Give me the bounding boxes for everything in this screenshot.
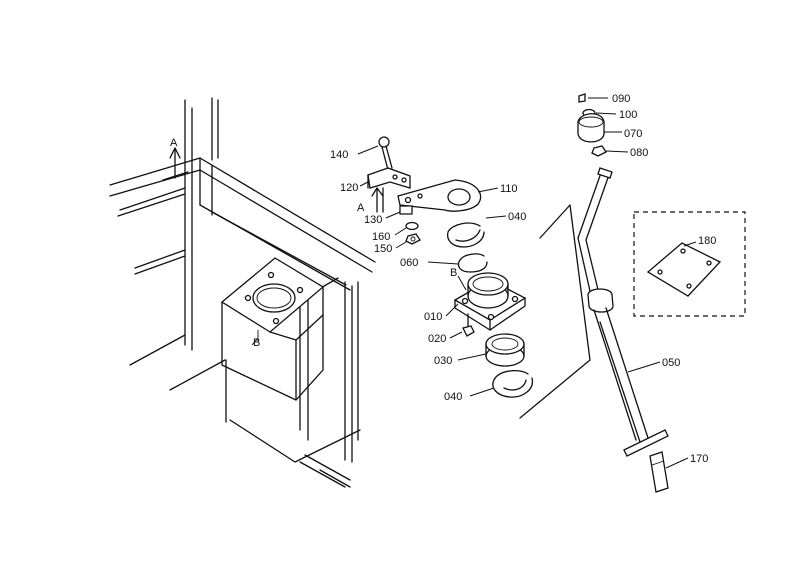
callout-labels: 090 100 070 080 140 120 110 A A 130 040 … — [170, 93, 716, 465]
frame-housing — [109, 97, 376, 488]
callout-070: 070 — [624, 128, 642, 140]
callout-050: 050 — [662, 357, 680, 369]
callout-020: 020 — [428, 333, 446, 345]
callout-110: 110 — [500, 183, 518, 195]
callout-040-lower: 040 — [444, 391, 462, 403]
callout-060: 060 — [400, 257, 418, 269]
lever-assembly — [357, 136, 591, 419]
callout-170: 170 — [690, 453, 708, 465]
callout-010: 010 — [424, 311, 442, 323]
callout-130: 130 — [364, 214, 382, 226]
callout-150: 150 — [374, 243, 392, 255]
callout-120: 120 — [340, 182, 358, 194]
callout-040-upper: 040 — [508, 211, 526, 223]
shift-lever — [577, 93, 689, 493]
callout-180: 180 — [698, 235, 716, 247]
callout-a-lower: A — [357, 202, 365, 214]
inset-180 — [633, 211, 746, 317]
callout-140: 140 — [330, 149, 348, 161]
callout-a-upper: A — [170, 137, 178, 149]
callout-b-right: B — [450, 267, 457, 279]
callout-160: 160 — [372, 231, 390, 243]
callout-b-left: B — [253, 337, 260, 349]
callout-080: 080 — [630, 147, 648, 159]
callout-090: 090 — [612, 93, 630, 105]
callout-030: 030 — [434, 355, 452, 367]
callout-100: 100 — [619, 109, 637, 121]
